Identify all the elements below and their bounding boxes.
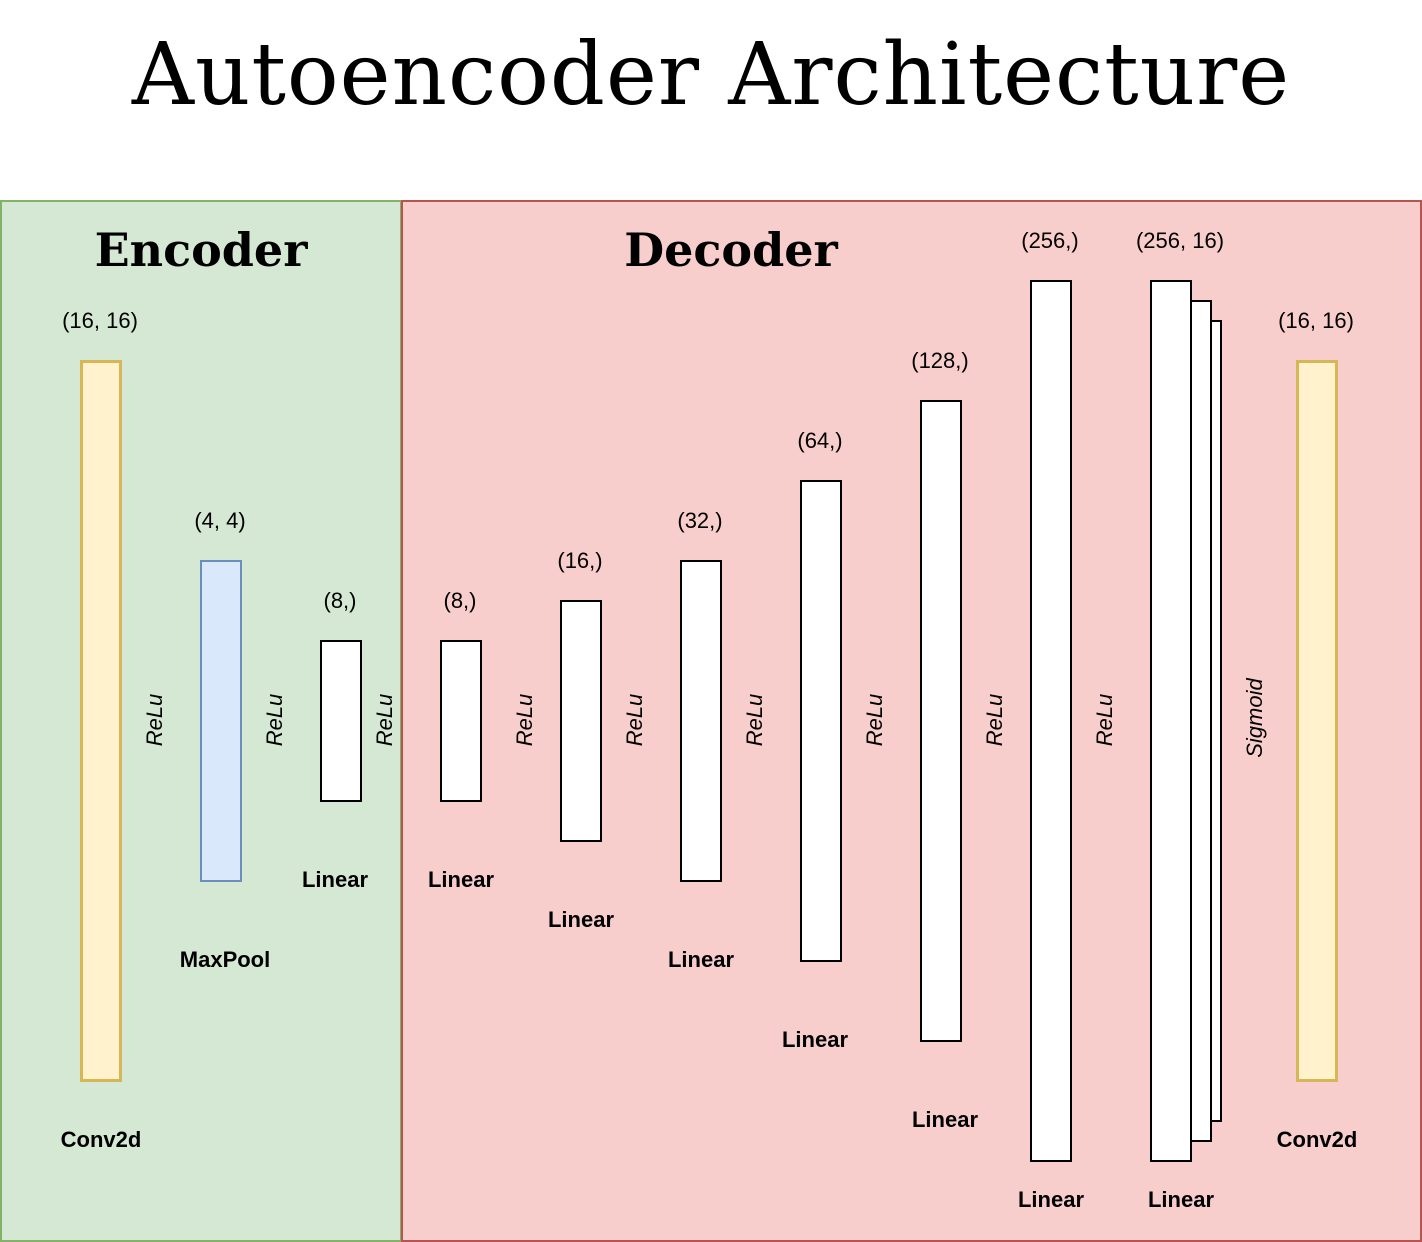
decoder-activation-1: ReLu: [512, 693, 537, 747]
decoder-linear-7-shape: (256, 16): [1135, 228, 1225, 253]
decoder-linear-2-shape: (16,): [557, 548, 603, 573]
decoder-activation-5: ReLu: [982, 693, 1007, 747]
decoder-conv2d-shape: (16, 16): [1278, 308, 1354, 333]
encoder-conv2d-type: Conv2d: [60, 1127, 142, 1152]
encoder-conv2d-layer: [80, 360, 122, 1082]
decoder-activation-2: ReLu: [622, 693, 647, 747]
decoder-linear-1-layer: [440, 640, 482, 802]
decoder-activation-3: ReLu: [742, 693, 767, 747]
decoder-linear-4-type: Linear: [781, 1027, 849, 1052]
encoder-title: Encoder: [94, 223, 308, 277]
decoder-linear-4-shape: (64,): [797, 428, 843, 453]
encoder-linear-shape: (8,): [323, 588, 357, 613]
decoder-linear-6-shape: (256,): [1021, 228, 1079, 253]
decoder-activation-7: Sigmoid: [1242, 678, 1267, 758]
decoder-linear-5-type: Linear: [911, 1107, 979, 1132]
decoder-linear-5-shape: (128,): [911, 348, 969, 373]
decoder-linear-3-layer: [680, 560, 722, 882]
decoder-activation-6: ReLu: [1092, 693, 1117, 747]
encoder-maxpool-shape: (4, 4): [194, 508, 246, 533]
decoder-title: Decoder: [624, 223, 838, 277]
decoder-linear-7-layer: [1150, 280, 1192, 1162]
diagram-title: Autoencoder Architecture: [131, 25, 1291, 125]
encoder-maxpool-type: MaxPool: [179, 947, 271, 972]
decoder-linear-7-type: Linear: [1147, 1187, 1215, 1212]
decoder-conv2d-type: Conv2d: [1276, 1127, 1358, 1152]
decoder-activation-4: ReLu: [862, 693, 887, 747]
encoder-activation-2: ReLu: [262, 693, 287, 747]
decoder-conv2d-layer: [1296, 360, 1338, 1082]
encoder-maxpool-layer: [200, 560, 242, 882]
encoder-activation-1: ReLu: [142, 693, 167, 747]
decoder-linear-1-type: Linear: [427, 867, 495, 892]
encoder-linear-layer: [320, 640, 362, 802]
decoder-linear-6-layer: [1030, 280, 1072, 1162]
decoder-linear-5-layer: [920, 400, 962, 1042]
decoder-linear-2-layer: [560, 600, 602, 842]
decoder-linear-6-type: Linear: [1017, 1187, 1085, 1212]
decoder-linear-3-shape: (32,): [677, 508, 723, 533]
encoder-conv2d-shape: (16, 16): [62, 308, 138, 333]
decoder-linear-3-type: Linear: [667, 947, 735, 972]
encoder-activation-3: ReLu: [372, 693, 397, 747]
decoder-linear-2-type: Linear: [547, 907, 615, 932]
encoder-linear-type: Linear: [301, 867, 369, 892]
decoder-linear-1-shape: (8,): [443, 588, 477, 613]
decoder-linear-4-layer: [800, 480, 842, 962]
